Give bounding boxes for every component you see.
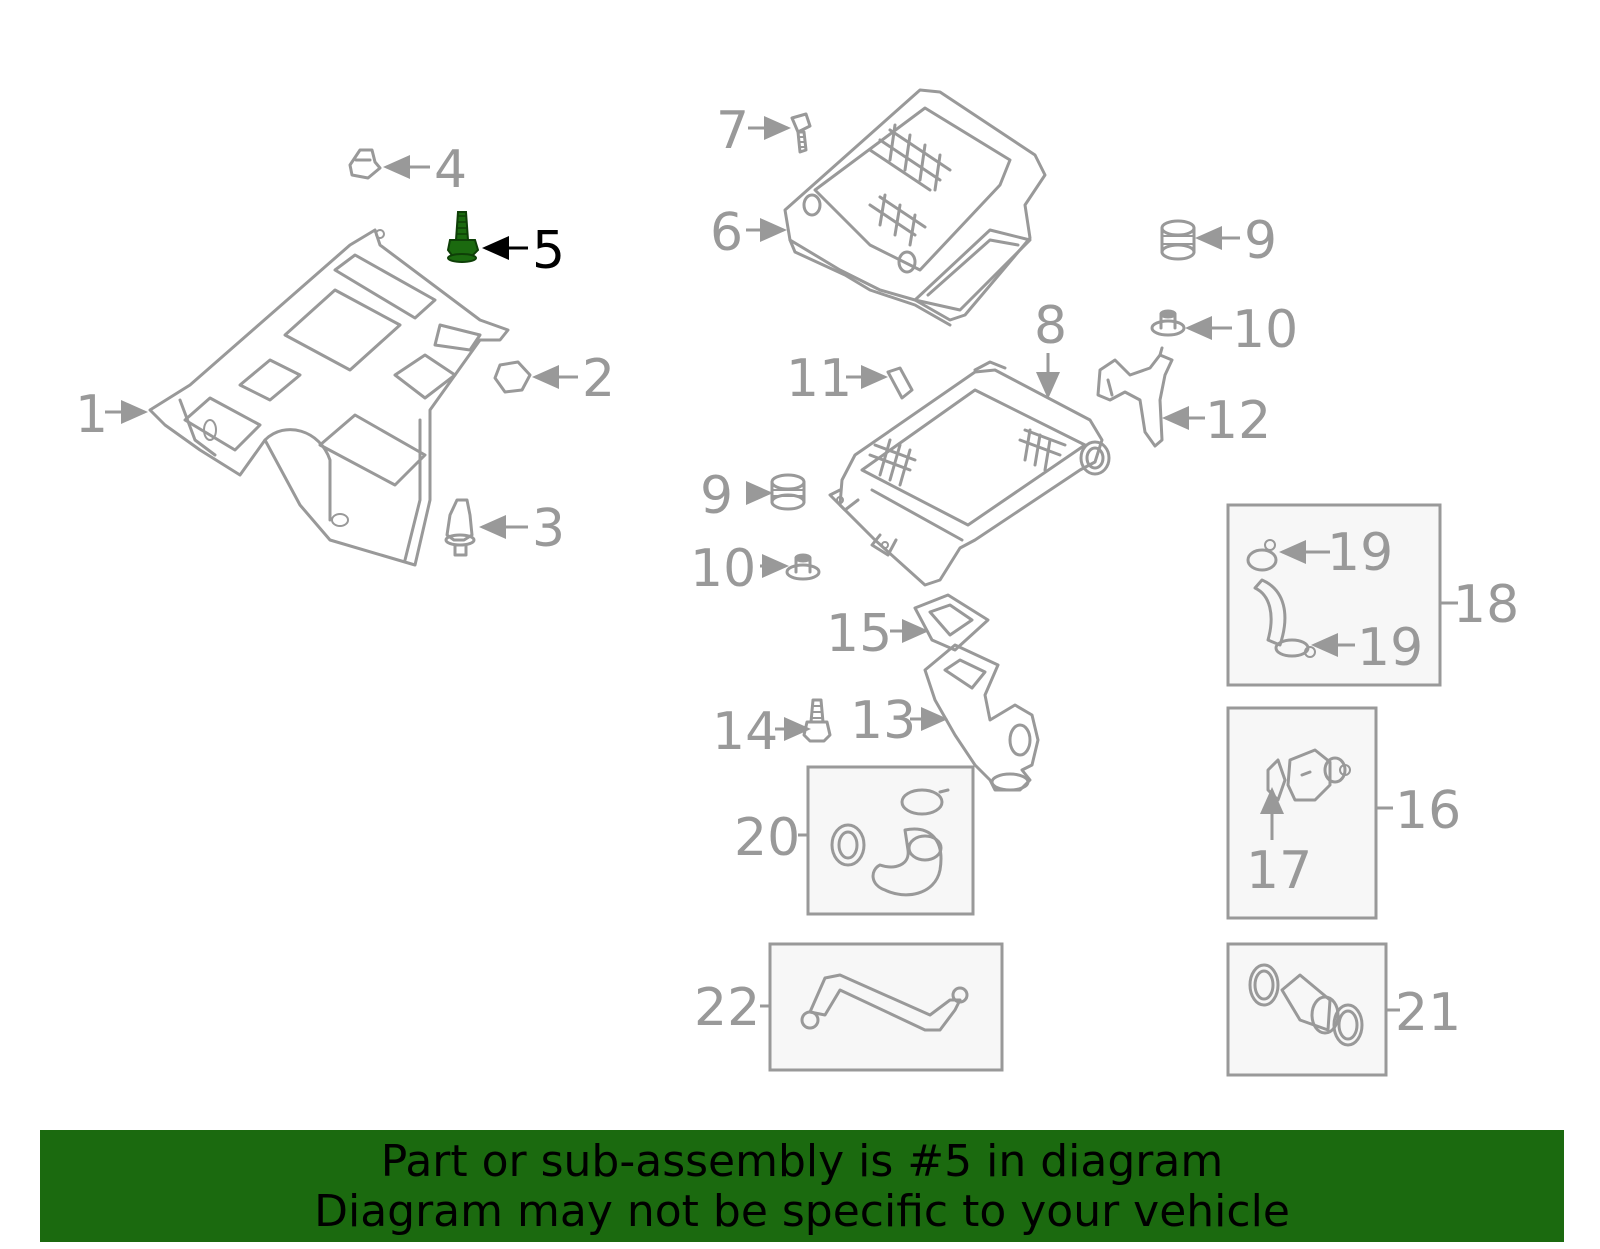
callout-15: 15 [826, 604, 892, 664]
leader-arrows [105, 116, 1458, 1012]
callout-1: 1 [75, 385, 108, 445]
subassembly-box-21 [1226, 942, 1388, 1077]
callout-10-lower: 10 [690, 539, 756, 599]
callout-13: 13 [850, 691, 916, 751]
callout-7: 7 [716, 101, 749, 161]
part-10-grommet-lower [785, 553, 821, 581]
part-13-duct [923, 643, 1040, 792]
subassembly-box-16 [1226, 706, 1378, 920]
banner-line-part-number: Part or sub-assembly is #5 in diagram [380, 1136, 1224, 1187]
callout-3: 3 [532, 499, 565, 559]
callout-12: 12 [1205, 391, 1271, 451]
part-3-clip [444, 498, 476, 557]
part-9-mount-lower [770, 473, 806, 511]
part-12-bracket [1096, 346, 1174, 448]
part-9-mount-upper [1160, 219, 1196, 261]
part-14-bolt [802, 698, 832, 743]
callout-labels: 1 2 3 4 5 6 7 8 9 9 10 10 11 12 13 14 15… [75, 101, 1519, 1043]
part-11-clip [886, 366, 914, 400]
callout-21: 21 [1395, 983, 1461, 1043]
callout-4: 4 [434, 140, 467, 200]
callout-20: 20 [734, 808, 800, 868]
callout-2: 2 [582, 349, 615, 409]
callout-6: 6 [710, 203, 743, 263]
part-15-gasket [913, 593, 990, 652]
part-6-cover [783, 88, 1047, 327]
callout-22: 22 [694, 978, 760, 1038]
callout-5-highlighted: 5 [532, 221, 565, 281]
callout-19-upper: 19 [1327, 523, 1393, 583]
part-1-engine-cover [148, 228, 510, 567]
part-5-bolt-highlighted [446, 211, 480, 263]
subassembly-box-18 [1226, 503, 1442, 687]
banner-line-disclaimer: Diagram may not be specific to your vehi… [314, 1186, 1290, 1237]
callout-14: 14 [712, 702, 778, 762]
part-10-grommet-upper [1150, 309, 1186, 337]
callout-10-upper: 10 [1232, 300, 1298, 360]
part-2-nut [493, 360, 532, 394]
info-banner: Part or sub-assembly is #5 in diagram Di… [40, 1130, 1564, 1242]
callout-9-lower: 9 [700, 466, 733, 526]
callout-18: 18 [1453, 575, 1519, 635]
callout-17: 17 [1246, 841, 1312, 901]
part-4-clip [348, 148, 382, 180]
subassembly-box-22 [768, 942, 1004, 1072]
callout-9-upper: 9 [1244, 211, 1277, 271]
callout-8: 8 [1034, 296, 1067, 356]
subassembly-box-20 [806, 765, 975, 916]
callout-16: 16 [1395, 781, 1461, 841]
callout-11: 11 [786, 349, 852, 409]
part-7-bolt [790, 112, 812, 154]
part-8-intercooler [828, 360, 1111, 587]
callout-19-lower: 19 [1357, 618, 1423, 678]
